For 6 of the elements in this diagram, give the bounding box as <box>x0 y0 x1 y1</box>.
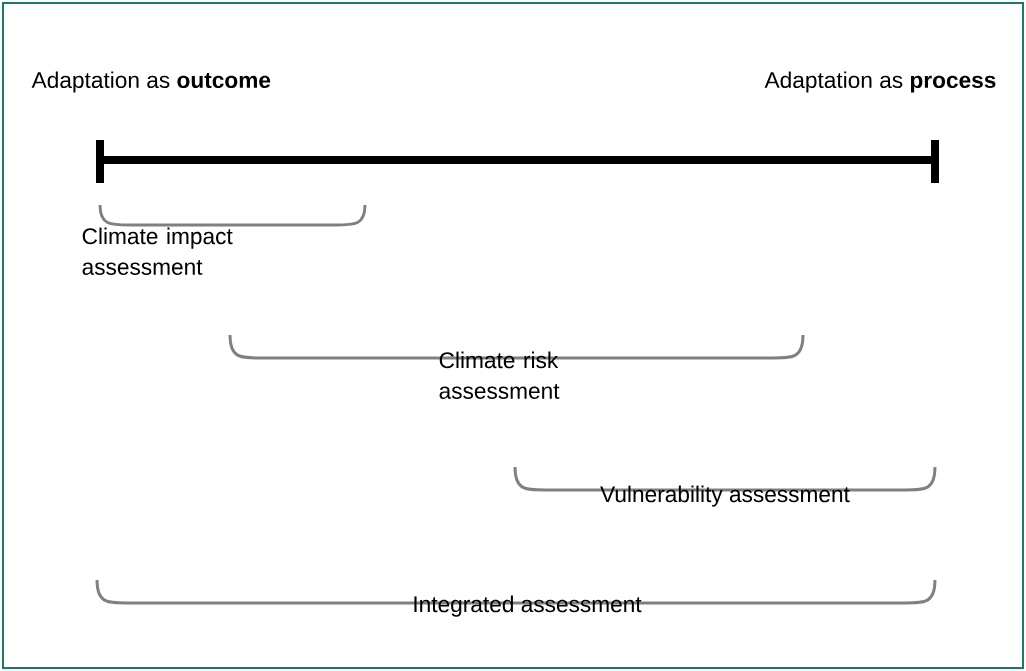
axis-end-label: Adaptation as outcome <box>31 71 271 93</box>
bracket-label: Vulnerability assessment <box>600 485 850 507</box>
axis-end-label: Adaptation as process <box>764 71 996 93</box>
bracket-label: Climate impact assessment <box>82 227 233 275</box>
bracket-label: Integrated assessment <box>414 595 642 617</box>
bracket-label: Climate risk assessment <box>439 351 560 399</box>
